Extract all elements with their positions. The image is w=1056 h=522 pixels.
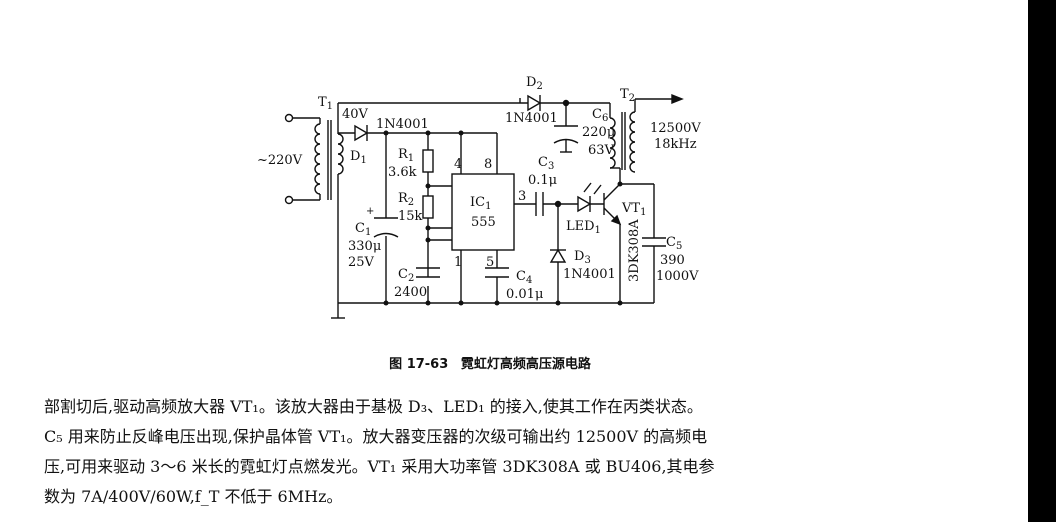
paragraph-line-4: 数为 7A/400V/60W,f_T 不低于 6MHz。 (44, 487, 343, 506)
c1-label: C1 (355, 221, 371, 238)
c6-value-1: 220μ (582, 125, 615, 140)
d2-label: D2 (526, 75, 543, 92)
c3-label: C3 (538, 155, 554, 172)
ic1-label: IC1 (470, 195, 491, 212)
scan-edge-bar (1028, 0, 1056, 522)
c5-label: C5 (666, 235, 682, 252)
pin-1-label: 1 (454, 255, 462, 270)
c2-value: 2400 (394, 285, 427, 300)
c4-label: C4 (516, 269, 532, 286)
c1-plus-sign: + (366, 206, 374, 217)
d2-type: 1N4001 (505, 111, 558, 126)
d3-type: 1N4001 (563, 267, 616, 282)
input-voltage-label: ~220V (257, 153, 303, 168)
pin-3-label: 3 (518, 189, 526, 204)
c6-value-2: 63V (588, 143, 615, 158)
c5-value-2: 1000V (656, 269, 699, 284)
paragraph-line-3: 压,可用来驱动 3～6 米长的霓虹灯点燃发光。VT₁ 采用大功率管 3DK308… (44, 457, 715, 476)
figure-number: 图 17-63 (389, 357, 449, 372)
c6-label: C6 (592, 107, 608, 124)
output-voltage: 12500V (650, 121, 701, 136)
c5-value-1: 390 (660, 253, 685, 268)
r2-value: 15k (398, 209, 423, 224)
paragraph-line-2: C₅ 用来防止反峰电压出现,保护晶体管 VT₁。放大器变压器的次级可输出约 12… (44, 427, 708, 446)
c3-value: 0.1μ (528, 173, 557, 188)
c1-value-1: 330μ (348, 239, 381, 254)
r1-label: R1 (398, 147, 414, 164)
t2-label: T2 (620, 87, 635, 104)
vt1-type: 3DK308A (627, 219, 642, 282)
d3-label: D3 (574, 249, 591, 266)
body-paragraph: 部割切后,驱动高频放大器 VT₁。该放大器由于基极 D₃、LED₁ 的接入,使其… (44, 392, 944, 512)
t1-label: T1 (318, 95, 333, 112)
paragraph-line-1: 部割切后,驱动高频放大器 VT₁。该放大器由于基极 D₃、LED₁ 的接入,使其… (44, 397, 703, 416)
r1-value: 3.6k (388, 165, 417, 180)
led1-label: LED1 (566, 219, 601, 236)
figure-caption: 图 17-63 霓虹灯高频高压源电路 (0, 353, 980, 372)
ic1-type: 555 (471, 215, 496, 230)
secondary-voltage-label: 40V (342, 107, 369, 122)
d1-label: D1 (350, 149, 367, 166)
pin-8-label: 8 (484, 157, 492, 172)
pin-4-label: 4 (454, 157, 462, 172)
c1-value-2: 25V (348, 255, 375, 270)
c4-value: 0.01μ (506, 287, 543, 302)
r2-label: R2 (398, 191, 414, 208)
output-frequency: 18kHz (654, 137, 697, 152)
figure-title: 霓虹灯高频高压源电路 (460, 357, 591, 372)
vt1-label: VT1 (621, 201, 646, 218)
d1-type-label: 1N4001 (376, 117, 429, 132)
c2-label: C2 (398, 267, 414, 284)
pin-5-label: 5 (486, 255, 494, 270)
circuit-diagram: ~220V T1 40V 1N4001 D1 R1 3.6k R2 15k + … (257, 75, 701, 319)
